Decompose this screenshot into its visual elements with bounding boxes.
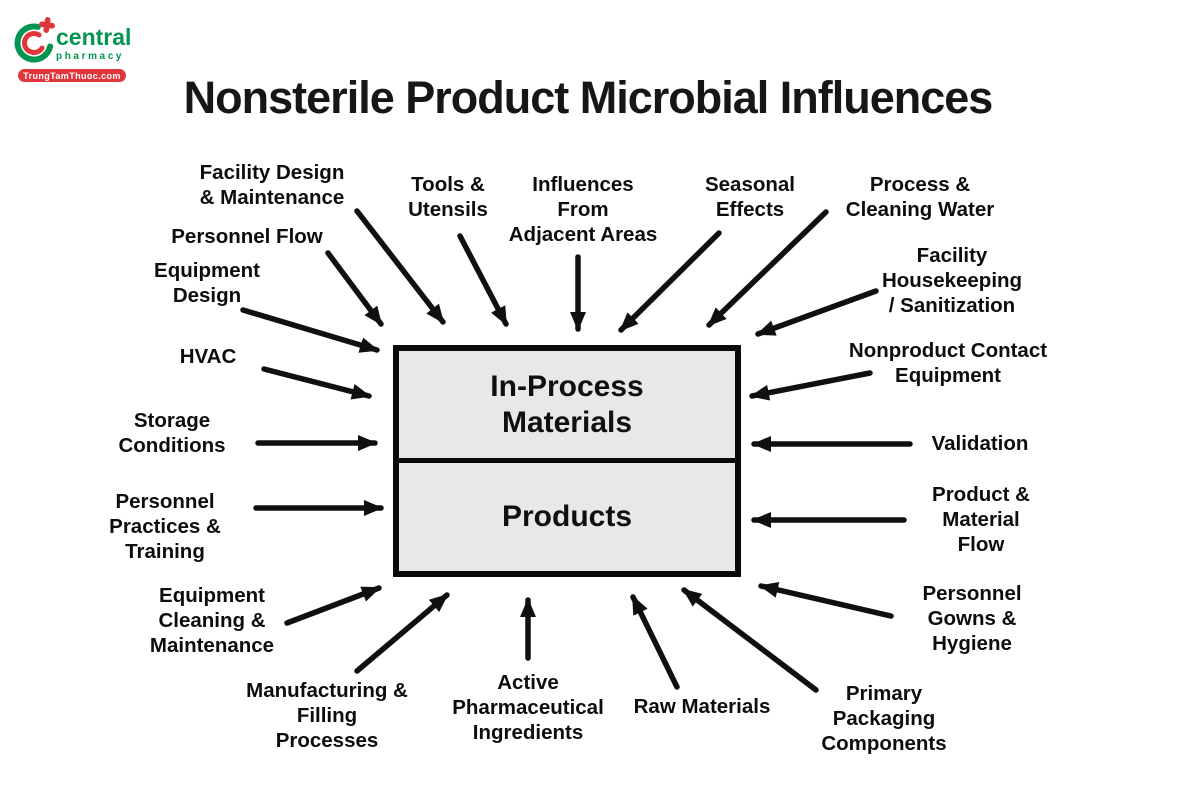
logo-plus-icon	[39, 17, 55, 33]
arrow-equipment-design	[240, 307, 380, 353]
arrow-process-cleaning-water	[706, 209, 829, 328]
logo-c-ring-green-arc	[14, 23, 54, 63]
arrow-manufacturing-filling-processes	[354, 592, 450, 674]
arrow-primary-packaging-components	[681, 587, 819, 693]
center-box: In-Process Materials Products	[393, 345, 741, 577]
influence-label-nonproduct-contact-equipment: Nonproduct Contact Equipment	[848, 339, 1048, 387]
influence-label-raw-materials: Raw Materials	[633, 695, 771, 718]
logo-brand-text: central	[56, 24, 132, 50]
center-box-products: Products	[501, 500, 633, 533]
arrow-nonproduct-contact-equipment	[749, 370, 873, 401]
influence-label-facility-housekeeping-sanitization: Facility Housekeeping / Sanitization	[881, 244, 1023, 317]
influence-label-personnel-flow: Personnel Flow	[171, 225, 323, 248]
influence-label-hvac: HVAC	[179, 345, 237, 368]
diagram-title: Nonsterile Product Microbial Influences	[183, 72, 994, 123]
influence-label-equipment-design: Equipment Design	[154, 259, 260, 307]
influence-label-manufacturing-filling-processes: Manufacturing & Filling Processes	[246, 679, 408, 752]
center-box-in-process-materials: In-Process Materials	[399, 351, 735, 463]
arrow-personnel-gowns-hygiene	[758, 582, 894, 619]
influence-label-storage-conditions: Storage Conditions	[118, 409, 226, 457]
logo-c-ring-red-arc	[22, 31, 46, 55]
influence-label-validation: Validation	[931, 432, 1029, 455]
influence-label-personnel-practices-training: Personnel Practices & Training	[109, 490, 221, 563]
influence-label-equipment-cleaning-maintenance: Equipment Cleaning & Maintenance	[149, 584, 275, 657]
arrow-raw-materials	[630, 594, 680, 690]
arrow-equipment-cleaning-maintenance	[284, 585, 382, 626]
central-pharmacy-logo: central pharmacy TrungTamThuoc.com	[8, 12, 158, 84]
influence-label-personnel-gowns-hygiene: Personnel Gowns & Hygiene	[922, 582, 1022, 655]
influence-label-primary-packaging-components: Primary Packaging Components	[821, 682, 947, 755]
logo-sub-text: pharmacy	[56, 51, 125, 62]
influence-label-process-cleaning-water: Process & Cleaning Water	[845, 173, 995, 221]
arrow-seasonal-effects	[618, 230, 722, 333]
arrow-facility-design-maintenance	[354, 208, 446, 325]
logo-wordmark: central pharmacy	[56, 26, 131, 62]
central-pharmacy-logo-mark-icon	[14, 17, 55, 63]
influence-label-active-pharmaceutical-ingredients: Active Pharmaceutical Ingredients	[452, 671, 604, 744]
arrow-facility-housekeeping-sanitization	[755, 288, 879, 337]
influence-label-influences-from-adjacent-areas: Influences From Adjacent Areas	[508, 173, 658, 246]
arrow-hvac	[261, 366, 372, 400]
logo-banner: TrungTamThuoc.com	[18, 69, 126, 82]
influence-label-tools-utensils: Tools & Utensils	[408, 173, 488, 221]
arrow-personnel-flow	[325, 250, 384, 327]
arrow-tools-utensils	[457, 233, 509, 327]
influence-label-seasonal-effects: Seasonal Effects	[704, 173, 796, 221]
influence-label-facility-design-maintenance: Facility Design & Maintenance	[199, 161, 345, 209]
influence-label-product-material-flow: Product & Material Flow	[932, 483, 1030, 556]
